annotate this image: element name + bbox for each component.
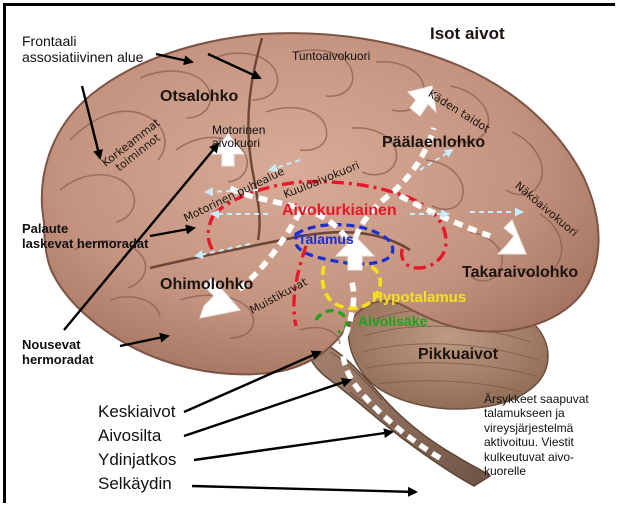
pituitary-label: Aivolisäke [358, 314, 427, 330]
thalamus-label: Talamus [298, 232, 354, 248]
motor-cortex-line-2: aivokuori [212, 137, 265, 150]
frontal-assoc-line-2: assosiatiivinen alue [22, 50, 143, 66]
occipital-lobe-label: Takaraivolohko [462, 264, 578, 282]
feedback-label: Palaute laskevat hermoradat [22, 222, 148, 251]
hypothalamus-label: Hypotalamus [372, 290, 466, 307]
title-label: Isot aivot [430, 24, 505, 43]
frontal-assoc-line-1: Frontaali [22, 34, 143, 50]
motor-cortex-label: Motorinen aivokuori [212, 124, 265, 151]
note-text: Ärsykkeet saapuvat talamukseen ja vireys… [484, 392, 608, 478]
pons-label: Aivosilta [98, 426, 161, 445]
ascending-line-2: hermoradat [22, 353, 94, 368]
feedback-line-1: Palaute [22, 222, 148, 237]
frontal-assoc-label: Frontaali assosiatiivinen alue [22, 34, 143, 65]
spinal-cord-label: Selkäydin [98, 474, 172, 493]
frontal-lobe-label: Otsalohko [160, 88, 238, 106]
parietal-lobe-label: Päälaenlohko [382, 134, 485, 152]
midbrain-label: Keskiaivot [98, 402, 175, 421]
ascending-line-1: Nousevat [22, 338, 94, 353]
ascending-label: Nousevat hermoradat [22, 338, 94, 367]
cerebellum-label: Pikkuaivot [418, 346, 498, 364]
temporal-lobe-label: Ohimolohko [160, 276, 253, 294]
sensory-cortex-label: Tuntoaivokuori [292, 50, 370, 63]
brain-cortex-label: Aivokurkiainen [282, 202, 397, 220]
medulla-label: Ydinjatkos [98, 450, 176, 469]
motor-cortex-line-1: Motorinen [212, 124, 265, 137]
feedback-line-2: laskevat hermoradat [22, 237, 148, 252]
